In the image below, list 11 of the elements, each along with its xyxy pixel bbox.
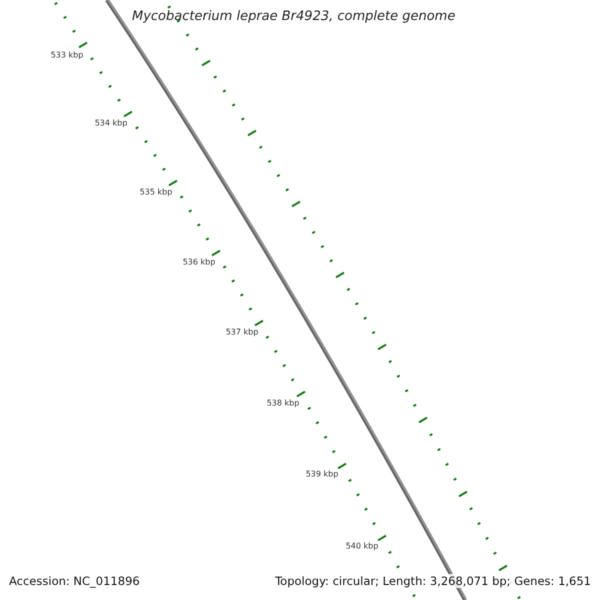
tick-label: 539 kbp (306, 470, 338, 478)
tick-label: 533 kbp (50, 50, 84, 60)
footer-info: Topology: circular; Length: 3,268,071 bp; Genes: 1,651 (275, 574, 591, 588)
tick-label: 538 kbp (266, 398, 300, 408)
genome-title: Mycobacterium leprae Br4923, complete genome (132, 9, 456, 24)
tick-label: 540 kbp (346, 542, 378, 550)
tick-label: 536 kbp (182, 258, 216, 266)
footer-info: Accession: NC_011896 (9, 574, 140, 588)
tick-label: 534 kbp (94, 118, 128, 128)
tick-label: 535 kbp (140, 188, 172, 196)
tick-label: 537 kbp (226, 328, 258, 336)
